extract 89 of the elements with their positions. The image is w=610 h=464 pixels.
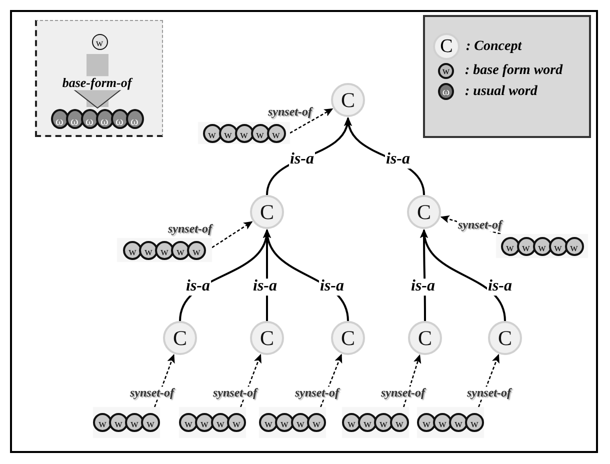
concept-circle: C <box>407 195 441 229</box>
base-form-word-token: w <box>125 413 144 432</box>
base-form-word-token: w <box>211 413 230 432</box>
base-form-word-token: w <box>109 413 128 432</box>
edge-label: synset-of <box>294 386 340 400</box>
usual-word-token: ω <box>80 108 98 128</box>
word-group-panel <box>93 407 160 438</box>
word-group-panel <box>179 407 246 438</box>
base-form-word-token: w <box>266 124 286 142</box>
legend-text: : usual word <box>465 84 538 100</box>
usual-word-symbol: ω <box>438 83 454 100</box>
word-group-panel <box>417 407 484 438</box>
usual-word-token: ω <box>50 108 68 128</box>
usual-word-token: ω <box>110 108 128 128</box>
base-form-word-token: w <box>218 124 238 142</box>
base-form-word-token: w <box>92 34 108 50</box>
concept-circle: C <box>250 195 284 229</box>
base-form-word-token: w <box>195 413 214 432</box>
base-form-word-token: w <box>139 240 158 260</box>
base-form-word-token: w <box>465 413 484 432</box>
edge-label: synset-of <box>380 386 426 400</box>
edge-label: synset-of <box>167 222 213 236</box>
base-form-word-token: w <box>141 413 160 432</box>
base-form-word-token: w <box>155 240 174 260</box>
base-form-word-token: w <box>500 236 520 256</box>
usual-word-token: ω <box>126 108 144 128</box>
legend-text: : base form word <box>465 63 563 79</box>
dashed-arrow <box>290 108 334 134</box>
base-form-word-token: w <box>374 413 393 432</box>
dashed-arrow <box>320 354 342 408</box>
base-form-word-token: w <box>227 413 246 432</box>
word-group-panel <box>496 234 588 258</box>
edge-label: is-a <box>385 152 411 168</box>
arrow <box>421 229 506 322</box>
concept-circle: C <box>408 321 442 355</box>
base-form-word-token: w <box>449 413 468 432</box>
concept-circle: C <box>331 321 365 355</box>
base-form-word-token: w <box>171 240 190 260</box>
base-form-word-token: w <box>516 236 536 256</box>
edge-label: is-a <box>487 278 513 296</box>
base-form-word-token: w <box>307 413 326 432</box>
base-form-word-token: w <box>93 413 112 432</box>
legend-text: : Concept <box>466 38 522 54</box>
base-form-word-token: w <box>259 413 278 432</box>
base-form-word-token: w <box>564 236 584 256</box>
base-form-word-token: w <box>234 124 254 142</box>
dashed-arrow <box>240 354 262 408</box>
base-form-word-token: w <box>179 413 198 432</box>
word-group-panel <box>198 122 290 144</box>
base-form-word-token: w <box>433 413 452 432</box>
base-form-word-token: w <box>291 413 310 432</box>
edge-label: synset-of <box>457 218 503 232</box>
dashed-arrow <box>478 354 500 408</box>
inset-panel <box>35 20 163 137</box>
edge-label: synset-of <box>212 386 258 400</box>
concept-circle: C <box>250 321 284 355</box>
base-form-word-token: w <box>123 240 142 260</box>
concept-circle: C <box>331 83 365 117</box>
base-form-word-token: w <box>202 124 222 142</box>
base-form-word-symbol: w <box>438 63 454 79</box>
edge-label: synset-of <box>129 386 175 400</box>
base-form-word-token: w <box>250 124 270 142</box>
dashed-arrow <box>212 221 253 248</box>
concept-circle: C <box>163 321 197 355</box>
word-group-panel <box>259 407 326 438</box>
base-form-word-token: w <box>275 413 294 432</box>
edge-label: synset-of <box>267 106 313 118</box>
edge-label: is-a <box>319 278 345 296</box>
dashed-arrow <box>403 354 422 408</box>
edge-label: is-a <box>252 278 278 296</box>
concept-circle: C <box>488 321 522 355</box>
edge-label: is-a <box>185 278 211 296</box>
base-form-word-token: w <box>417 413 436 432</box>
edge-label: base-form-of <box>61 76 133 90</box>
base-form-word-token: w <box>390 413 409 432</box>
base-form-word-token: w <box>548 236 568 256</box>
dashed-arrow <box>154 354 175 408</box>
usual-word-token: ω <box>96 108 114 128</box>
edge-label: synset-of <box>466 386 512 400</box>
edge-label: is-a <box>410 278 436 296</box>
usual-word-token: ω <box>66 108 84 128</box>
word-group-panel <box>342 407 409 438</box>
base-form-word-token: w <box>532 236 552 256</box>
base-form-word-token: w <box>187 240 206 260</box>
word-group-panel <box>117 238 212 262</box>
base-form-word-token: w <box>342 413 361 432</box>
base-form-word-token: w <box>358 413 377 432</box>
edge-label: is-a <box>289 152 315 168</box>
concept-symbol: C <box>433 33 460 60</box>
